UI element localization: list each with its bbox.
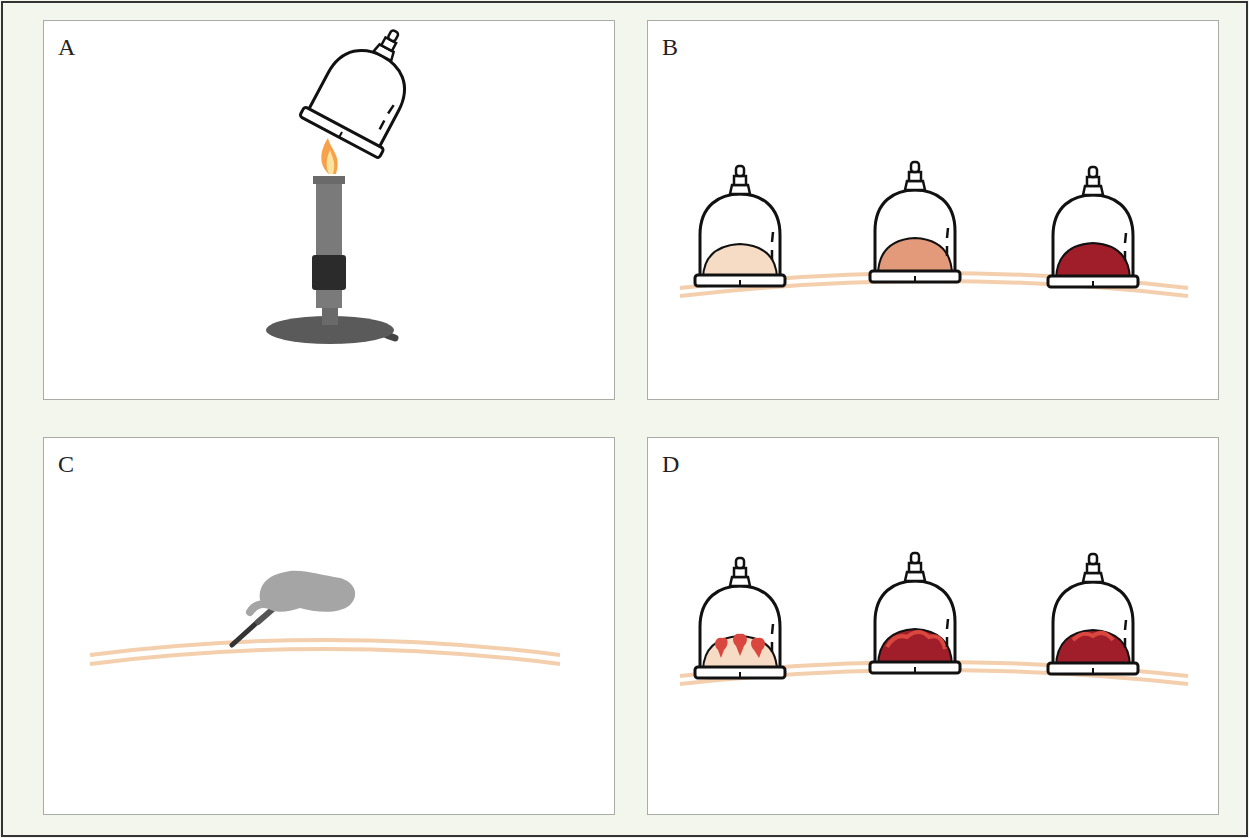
cupping-cup — [695, 558, 785, 678]
panel-letter: B — [648, 21, 678, 59]
cupping-cup — [695, 166, 785, 286]
panel-box: B — [647, 20, 1219, 400]
cupping-cup — [299, 10, 435, 158]
bunsen-burner — [266, 138, 395, 344]
cupping-cup — [870, 162, 960, 282]
cupping-cup — [1048, 554, 1138, 674]
panel-box: D — [647, 437, 1219, 815]
panel-letter: C — [44, 438, 74, 476]
panel-letter: D — [648, 438, 679, 476]
cupping-cup — [1048, 167, 1138, 287]
panel-box: C — [43, 437, 615, 815]
cupping-cup — [870, 553, 960, 673]
panel-letter: A — [44, 21, 75, 59]
panel-box: A — [43, 20, 615, 400]
scalpel-hand — [232, 571, 355, 645]
